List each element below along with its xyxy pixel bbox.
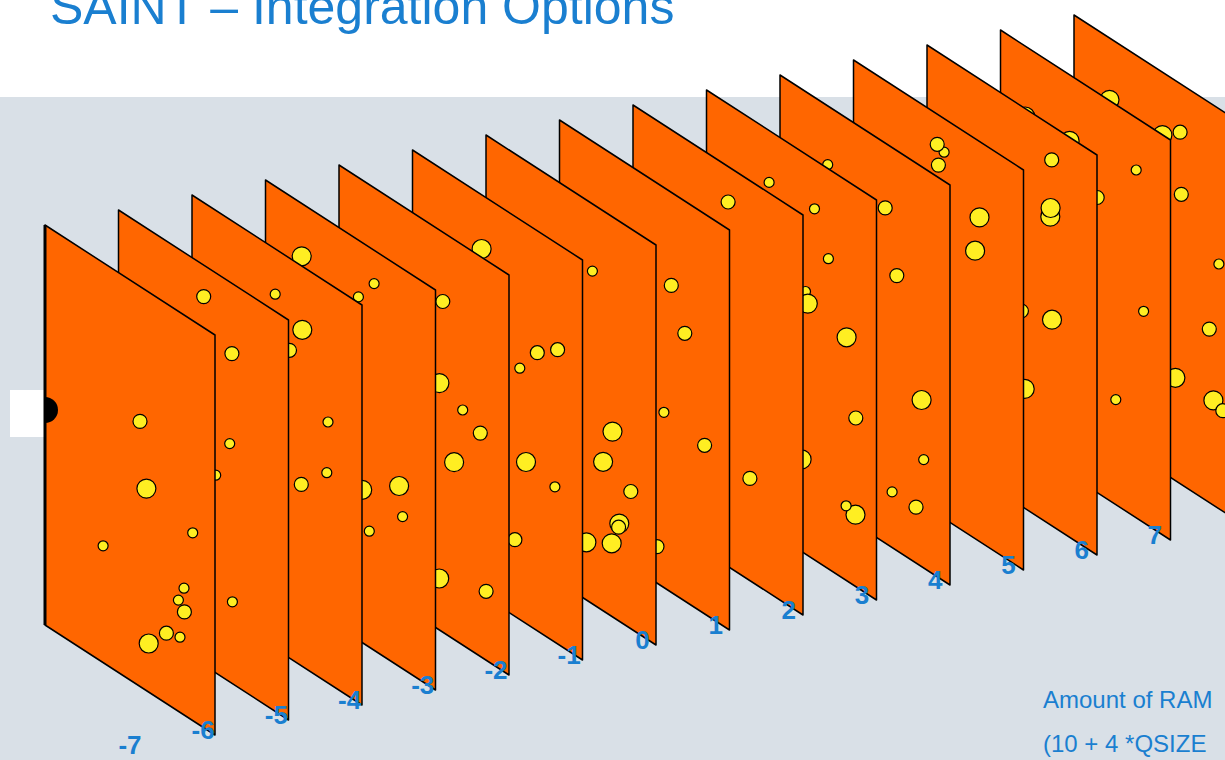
frame-index-number: 1	[708, 612, 722, 638]
star-dot	[1214, 259, 1224, 269]
star-dot	[369, 279, 379, 289]
star-dot	[1174, 187, 1188, 201]
star-dot	[659, 407, 669, 417]
star-dot	[698, 438, 712, 452]
star-dot	[550, 482, 560, 492]
star-dot	[225, 439, 235, 449]
star-dot	[188, 528, 198, 538]
star-dot	[1043, 310, 1062, 329]
star-dot	[1131, 165, 1141, 175]
star-dot	[293, 320, 312, 339]
star-dot	[823, 254, 833, 264]
star-dot	[1139, 306, 1149, 316]
star-dot	[551, 343, 565, 357]
star-dot	[227, 597, 237, 607]
frame-index-number: 5	[1001, 552, 1015, 578]
star-dot	[173, 595, 183, 605]
frame-index-number: 2	[782, 597, 796, 623]
star-dot	[139, 634, 158, 653]
star-dot	[878, 201, 892, 215]
star-dot	[159, 626, 173, 640]
star-dot	[436, 295, 450, 309]
frame-index-number: -1	[558, 642, 581, 668]
star-dot	[919, 455, 929, 465]
star-dot	[458, 405, 468, 415]
frame-index-number: 3	[855, 582, 869, 608]
star-dot	[473, 426, 487, 440]
star-dot	[602, 534, 621, 553]
star-dot	[177, 605, 191, 619]
star-dot	[594, 452, 613, 471]
star-dot	[1041, 199, 1060, 218]
star-dot	[721, 195, 735, 209]
star-dot	[909, 500, 923, 514]
star-dot	[849, 411, 863, 425]
star-dot	[810, 204, 820, 214]
star-dot	[1111, 395, 1121, 405]
ram-note: Amount of RAM	[1043, 688, 1212, 712]
frame-index-number: -2	[484, 657, 507, 683]
star-dot	[1202, 322, 1216, 336]
frame-index-number: -5	[265, 702, 288, 728]
star-dot	[530, 346, 544, 360]
star-dot	[270, 289, 280, 299]
star-dot	[887, 487, 897, 497]
star-dot	[612, 520, 626, 534]
star-dot	[678, 326, 692, 340]
star-dot	[1045, 153, 1059, 167]
star-dot	[930, 137, 944, 151]
ram-formula: (10 + 4 *QSIZE	[1043, 732, 1206, 756]
star-dot	[912, 391, 931, 410]
star-dot	[890, 269, 904, 283]
frame-index-number: 7	[1148, 522, 1162, 548]
star-dot	[624, 485, 638, 499]
star-dot	[764, 177, 774, 187]
star-dot	[837, 328, 856, 347]
star-dot	[1173, 125, 1187, 139]
star-dot	[294, 477, 308, 491]
star-dot	[970, 208, 989, 227]
star-dot	[966, 241, 985, 260]
pointer-block	[10, 390, 45, 437]
star-dot	[603, 422, 622, 441]
frame-index-number: 0	[635, 627, 649, 653]
star-dot	[515, 363, 525, 373]
star-dot	[98, 541, 108, 551]
star-dot	[133, 414, 147, 428]
frame-panel	[45, 225, 215, 735]
star-dot	[137, 479, 156, 498]
star-dot	[175, 632, 185, 642]
frame-index-number: 6	[1074, 537, 1088, 563]
frame-index-number: -6	[192, 717, 215, 743]
star-dot	[841, 501, 851, 511]
star-dot	[398, 512, 408, 522]
star-dot	[390, 477, 409, 496]
star-dot	[479, 584, 493, 598]
star-dot	[225, 347, 239, 361]
slide-title: SAINT – Integration Options	[50, 0, 674, 32]
star-dot	[197, 290, 211, 304]
frame-index-number: -3	[411, 672, 434, 698]
frame-index-number: 4	[928, 567, 942, 593]
star-dot	[743, 471, 757, 485]
front-edge	[44, 225, 47, 625]
star-dot	[508, 533, 522, 547]
star-dot	[323, 417, 333, 427]
star-dot	[364, 526, 374, 536]
star-dot	[931, 158, 945, 172]
star-dot	[1216, 404, 1225, 418]
star-dot	[179, 583, 189, 593]
star-dot	[664, 278, 678, 292]
frame-index-number: -7	[118, 732, 141, 758]
star-dot	[587, 266, 597, 276]
star-dot	[517, 453, 536, 472]
edge-marker	[45, 397, 58, 423]
frame-index-number: -4	[338, 687, 361, 713]
star-dot	[445, 453, 464, 472]
star-dot	[322, 468, 332, 478]
